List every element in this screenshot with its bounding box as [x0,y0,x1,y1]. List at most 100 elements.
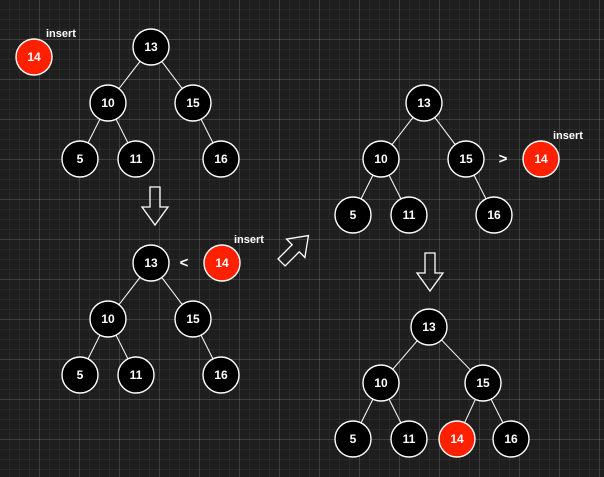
edge-15-16 [200,334,214,360]
insert-node-circle [15,38,53,76]
tree-node-15-value: 15 [186,96,200,110]
tree-node-11: 11 [390,196,428,234]
inserting-step-3: 14 insert > [499,130,583,178]
tree-node-11-circle [390,196,428,234]
edge-13-15 [161,61,183,89]
tree-node-14-circle [438,420,476,458]
insert-label: insert [553,130,583,142]
edge-13-15 [441,339,471,371]
insert-node-circle [522,140,560,178]
tree-node-13: 13 [132,28,170,66]
tree-node-16: 16 [492,420,530,458]
edge-10-5 [87,334,101,360]
tree-node-16: 16 [475,196,513,234]
tree-node-11: 11 [390,420,428,458]
insert-node-circle [203,244,241,282]
tree-node-15-circle [174,300,212,338]
tree-node-16-circle [202,356,240,394]
tree-node-13-value: 13 [417,96,431,110]
tree-node-16: 16 [202,140,240,178]
edge-13-10 [118,276,141,306]
edge-10-5 [360,174,374,200]
tree-node-5: 5 [61,140,99,178]
edge-15-16 [200,118,214,144]
tree-node-15-circle [174,84,212,122]
edge-10-11 [115,118,129,144]
tree-node-14: 14 [438,420,476,458]
tree-node-5-circle [61,140,99,178]
insert-node-value: 14 [27,50,41,64]
edge-10-11 [115,334,129,360]
edge-13-10 [392,340,418,370]
tree-node-10: 10 [362,364,400,402]
tree-node-11-circle [117,356,155,394]
tree-node-10-circle [89,300,127,338]
insert-node: 14 [15,38,53,76]
tree-node-16-value: 16 [214,368,228,382]
tree-node-16: 16 [202,356,240,394]
insert-node-value: 14 [215,256,229,270]
tree-node-10-value: 10 [374,376,388,390]
tree-node-13-value: 13 [422,320,436,334]
tree-node-5-value: 5 [77,152,84,166]
tree-step-1: 13 10 15 5 11 16 [61,28,240,178]
tree-node-13: 13 [132,244,170,282]
tree-node-13-circle [132,244,170,282]
tree-node-15-value: 15 [459,152,473,166]
edge-15-16 [490,398,504,424]
tree-node-5-value: 5 [77,368,84,382]
edge-15-14 [464,399,476,423]
tree-node-5: 5 [334,420,372,458]
edge-10-11 [388,174,402,200]
tree-node-13-circle [405,84,443,122]
tree-node-5: 5 [61,356,99,394]
insert-label: insert [234,234,264,246]
tree-node-5-circle [61,356,99,394]
arrow-up-right-2 [277,234,310,267]
tree-node-5-circle [334,196,372,234]
tree-node-15-value: 15 [186,312,200,326]
tree-node-5-value: 5 [350,432,357,446]
insert-node-value: 14 [534,152,548,166]
tree-node-10-circle [362,140,400,178]
arrow-down-1 [140,186,170,227]
tree-node-11-circle [390,420,428,458]
comparison-sign: > [499,151,508,168]
tree-node-13-circle [132,28,170,66]
tree-node-10-circle [362,364,400,402]
tree-node-5-circle [334,420,372,458]
tree-node-13-value: 13 [144,256,158,270]
arrow-down-3 [415,252,445,293]
tree-node-10-value: 10 [101,312,115,326]
tree-node-15-circle [464,364,502,402]
tree-node-15: 15 [174,84,212,122]
insert-node: 14 [203,244,241,282]
tree-node-16-value: 16 [504,432,518,446]
tree-node-10-circle [89,84,127,122]
tree-node-15: 15 [174,300,212,338]
edge-13-15 [161,277,183,305]
tree-node-16-circle [492,420,530,458]
inserting-step-1: 14 insert [15,28,76,76]
edge-15-16 [473,174,487,200]
tree-node-13-circle [410,308,448,346]
tree-node-11-value: 11 [403,208,416,222]
tree-node-11: 11 [117,356,155,394]
edge-13-10 [118,60,141,90]
tree-step-2: 13 10 15 5 11 16 [61,244,240,394]
tree-node-11-circle [117,140,155,178]
tree-node-11-value: 11 [130,152,143,166]
tree-node-16-value: 16 [214,152,228,166]
tree-node-10-value: 10 [101,96,115,110]
tree-node-16-circle [475,196,513,234]
tree-node-16-value: 16 [487,208,501,222]
insert-label: insert [46,28,76,40]
tree-node-15: 15 [447,140,485,178]
tree-node-5: 5 [334,196,372,234]
tree-node-10: 10 [89,84,127,122]
edge-13-10 [391,116,414,146]
tree-node-16-circle [202,140,240,178]
tree-node-11: 11 [117,140,155,178]
